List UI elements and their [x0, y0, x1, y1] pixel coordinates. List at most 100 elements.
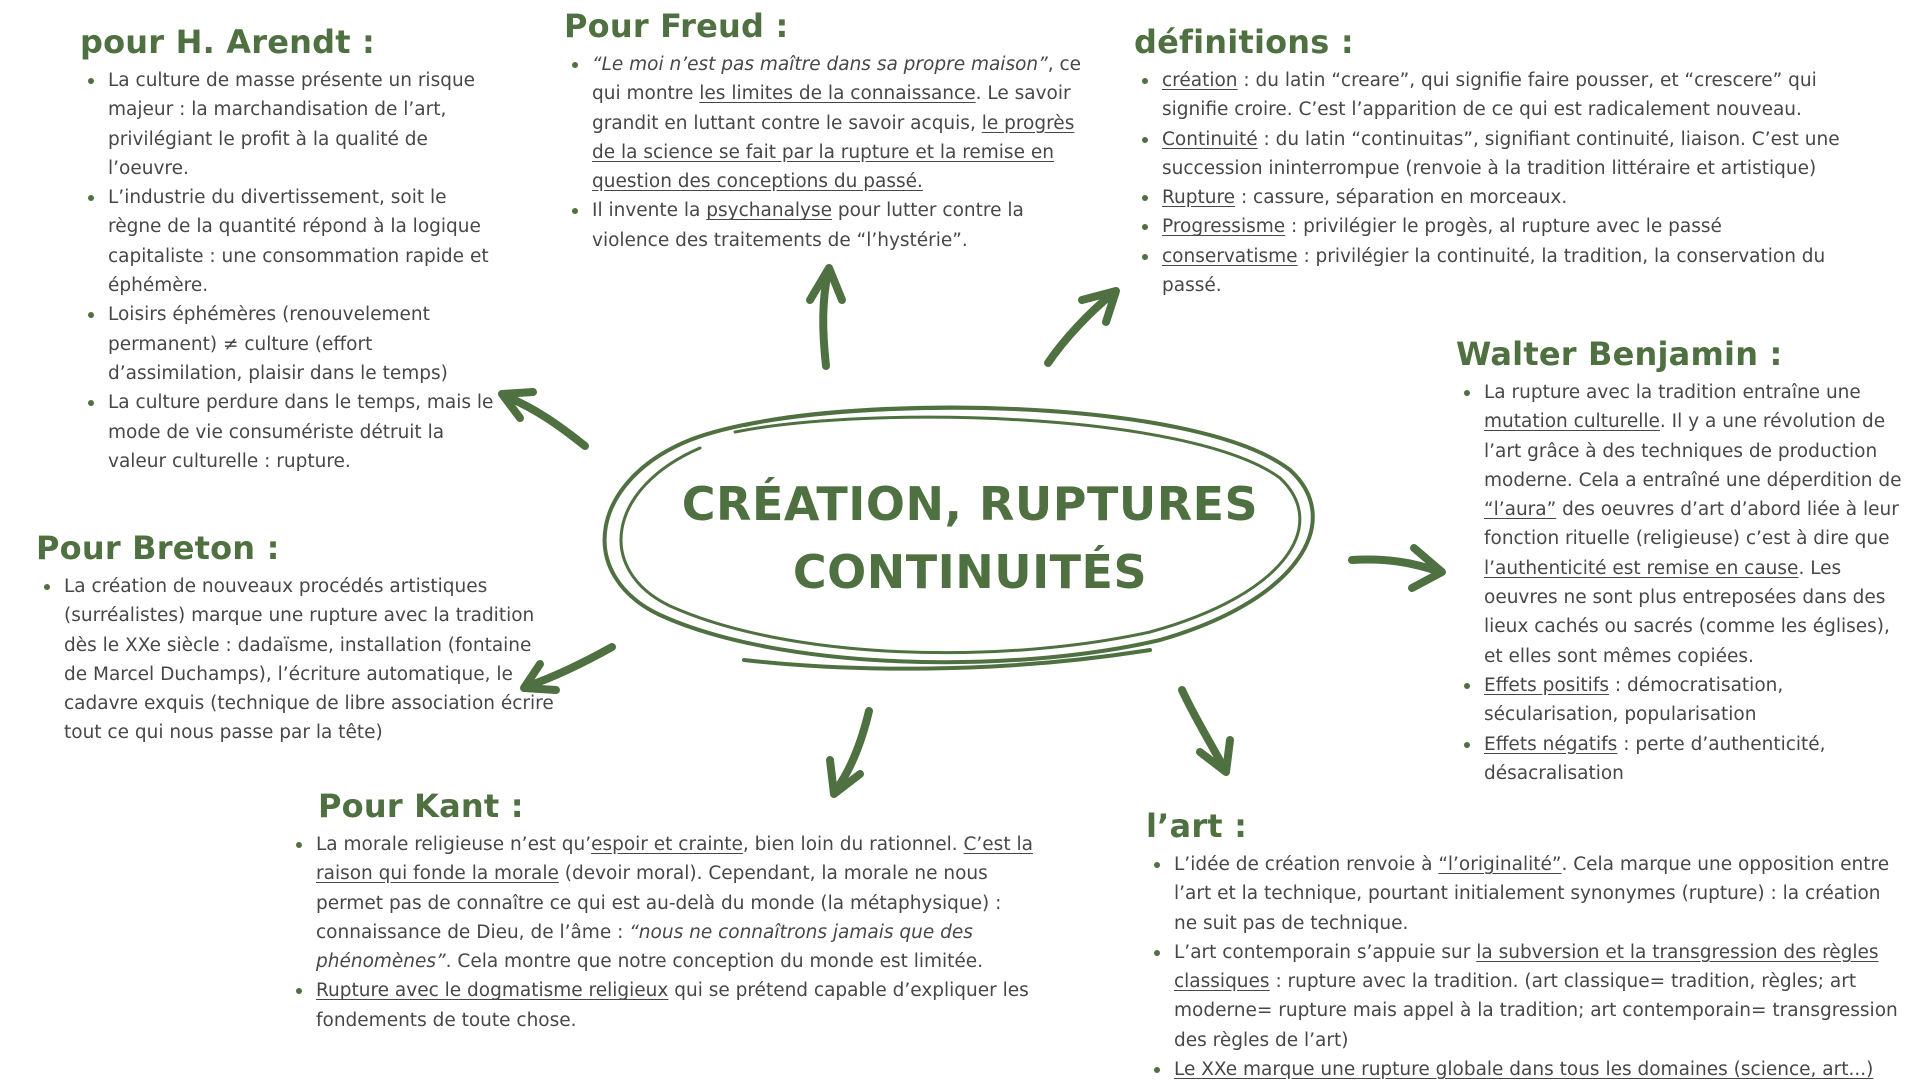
bullet-list: La création de nouveaux procédés artisti…	[36, 572, 556, 748]
underlined-text: le progrès de la science se fait par la …	[592, 112, 1075, 193]
bullet-text: : privilégier la continuité, la traditio…	[1162, 245, 1826, 297]
underlined-text: Effets négatifs	[1484, 733, 1618, 755]
bullet-item: conservatisme : privilégier la continuit…	[1142, 242, 1874, 301]
bullet-text: , ce qui montre	[592, 54, 1082, 105]
underlined-text: mutation culturelle	[1484, 411, 1660, 433]
underlined-text: “l’aura”	[1484, 499, 1557, 521]
bullet-item: La création de nouveaux procédés artisti…	[44, 572, 556, 748]
arrow-to-art-icon	[1178, 686, 1234, 776]
underlined-text: “l’originalité”	[1438, 854, 1562, 875]
section-kant: Pour Kant : La morale religieuse n’est q…	[288, 786, 1058, 1035]
bullet-item: L’art contemporain s’appuie sur la subve…	[1154, 938, 1906, 1055]
bullet-text: . Cela montre que notre conception du mo…	[445, 951, 984, 973]
bullet-text: La morale religieuse n’est qu’	[316, 834, 592, 855]
arrow-to-kant-icon	[826, 707, 873, 798]
bullet-text: des oeuvres d’art d’abord liée à leur fo…	[1484, 499, 1899, 550]
underlined-text: psychanalyse	[706, 200, 833, 222]
bullet-item: Effets négatifs : perte d’authenticité, …	[1464, 730, 1906, 789]
arrow-to-arendt-icon	[498, 388, 589, 450]
underlined-text: espoir et crainte	[591, 834, 743, 855]
section-heading: Pour Kant :	[318, 787, 524, 825]
underlined-text: les limites de la connaissance	[699, 83, 976, 105]
underlined-text: conservatisme	[1162, 245, 1298, 267]
bullet-text: . Les oeuvres ne sont plus entreposées d…	[1484, 557, 1890, 667]
bullet-text: Loisirs éphémères (renouvelement permane…	[108, 304, 448, 384]
section-heading: l’art :	[1146, 807, 1248, 845]
section-benjamin: Walter Benjamin : La rupture avec la tra…	[1456, 334, 1906, 788]
bullet-item: Rupture : cassure, séparation en morceau…	[1142, 183, 1874, 212]
arrow-to-freud-icon	[806, 264, 846, 370]
central-topic-title: CRÉATION, RUPTURES CONTINUITÉS	[640, 470, 1300, 606]
underlined-text: l’authenticité est remise en cause	[1484, 557, 1799, 579]
section-heading: définitions :	[1134, 23, 1354, 61]
bullet-list: création : du latin “creare”, qui signif…	[1134, 66, 1874, 300]
bullet-text: : démocratisation, sécularisation, popul…	[1484, 674, 1784, 726]
section-art: l’art : L’idée de création renvoie à “l’…	[1146, 806, 1906, 1084]
arrow-to-definitions-icon	[1044, 287, 1120, 367]
bullet-text: , bien loin du rationnel.	[742, 834, 964, 855]
bullet-item: La rupture avec la tradition entraîne un…	[1464, 378, 1906, 671]
section-heading: Pour Freud :	[564, 7, 789, 45]
bullet-text: La rupture avec la tradition entraîne un…	[1484, 382, 1861, 403]
bullet-text: : du latin “creare”, qui signifie faire …	[1162, 70, 1817, 121]
bullet-item: La culture perdure dans le temps, mais l…	[88, 388, 500, 476]
bullet-text: La création de nouveaux procédés artisti…	[64, 576, 554, 744]
bullet-item: création : du latin “creare”, qui signif…	[1142, 66, 1874, 125]
bullet-text: . Le savoir grandit en luttant contre le…	[592, 83, 1071, 134]
bullet-text: . Cela marque une opposition entre l’art…	[1174, 854, 1890, 934]
arrow-to-benjamin-icon	[1348, 544, 1446, 592]
bullet-text: L’art contemporain s’appuie sur	[1174, 941, 1477, 963]
underlined-text: C’est la raison qui fonde la morale	[316, 834, 1033, 885]
bullet-item: L’idée de création renvoie à “l’original…	[1154, 850, 1906, 938]
bullet-item: La culture de masse présente un risque m…	[88, 66, 500, 183]
bullet-item: Le XXe marque une rupture globale dans t…	[1154, 1055, 1906, 1084]
center-ellipse	[602, 405, 1315, 665]
bullet-text: L’industrie du divertissement, soit le r…	[108, 187, 489, 297]
bullet-item: Continuité : du latin “continuitas”, sig…	[1142, 125, 1874, 184]
bullet-item: La morale religieuse n’est qu’espoir et …	[296, 830, 1058, 976]
bullet-text: pour lutter contre la violence des trait…	[592, 200, 1024, 251]
bullet-text: (devoir moral). Cependant, la morale ne …	[316, 863, 1002, 943]
underlined-text: Effets positifs	[1484, 674, 1609, 696]
section-breton: Pour Breton : La création de nouveaux pr…	[36, 528, 556, 748]
bullet-text: La culture perdure dans le temps, mais l…	[108, 392, 494, 472]
italic-quote: “nous ne connaîtrons jamais que des phén…	[316, 921, 973, 973]
section-heading: Walter Benjamin :	[1456, 335, 1783, 373]
central-title-line: CRÉATION, RUPTURES	[681, 477, 1259, 531]
section-heading: Pour Breton :	[36, 529, 280, 567]
italic-quote: “Le moi n’est pas maître dans sa propre …	[592, 54, 1048, 75]
underlined-text: Rupture avec le dogmatisme religieux	[316, 980, 669, 1002]
bullet-item: Rupture avec le dogmatisme religieux qui…	[296, 976, 1058, 1035]
underlined-text: Rupture	[1162, 187, 1236, 209]
bullet-text: : privilégier le progès, al rupture avec…	[1285, 216, 1722, 238]
underlined-text: Le XXe marque une rupture globale dans t…	[1174, 1059, 1874, 1081]
underlined-text: Continuité	[1162, 128, 1258, 150]
bullet-list: La morale religieuse n’est qu’espoir et …	[288, 830, 1058, 1035]
section-definitions: définitions : création : du latin “crear…	[1134, 22, 1874, 300]
bullet-list: “Le moi n’est pas maître dans sa propre …	[564, 50, 1084, 255]
bullet-item: “Le moi n’est pas maître dans sa propre …	[572, 50, 1084, 196]
bullet-text: . Il y a une révolution de l’art grâce à…	[1484, 411, 1902, 491]
bullet-item: L’industrie du divertissement, soit le r…	[88, 183, 500, 300]
bullet-text: L’idée de création renvoie à	[1174, 854, 1439, 875]
center-ellipse-inner	[619, 415, 1302, 655]
bullet-text: La culture de masse présente un risque m…	[108, 70, 476, 179]
section-heading: pour H. Arendt :	[80, 23, 376, 61]
central-title-line: CONTINUITÉS	[792, 545, 1148, 599]
underlined-text: Progressisme	[1162, 216, 1286, 238]
arrow-to-breton-icon	[520, 643, 616, 694]
bullet-text: : cassure, séparation en morceaux.	[1235, 187, 1568, 209]
bullet-item: Progressisme : privilégier le progès, al…	[1142, 212, 1874, 241]
bullet-list: L’idée de création renvoie à “l’original…	[1146, 850, 1906, 1084]
bullet-item: Il invente la psychanalyse pour lutter c…	[572, 196, 1084, 255]
bullet-text: Il invente la	[592, 200, 707, 222]
bullet-list: La rupture avec la tradition entraîne un…	[1456, 378, 1906, 788]
bullet-text: : du latin “continuitas”, signifiant con…	[1162, 128, 1840, 179]
section-freud: Pour Freud : “Le moi n’est pas maître da…	[564, 6, 1084, 255]
bullet-item: Effets positifs : démocratisation, sécul…	[1464, 671, 1906, 730]
bullet-text: : perte d’authenticité, désacralisation	[1484, 733, 1826, 784]
section-arendt: pour H. Arendt : La culture de masse pré…	[80, 22, 500, 476]
underlined-text: la subversion et la transgression des rè…	[1174, 941, 1879, 993]
center-ellipse-tail	[742, 648, 1152, 671]
